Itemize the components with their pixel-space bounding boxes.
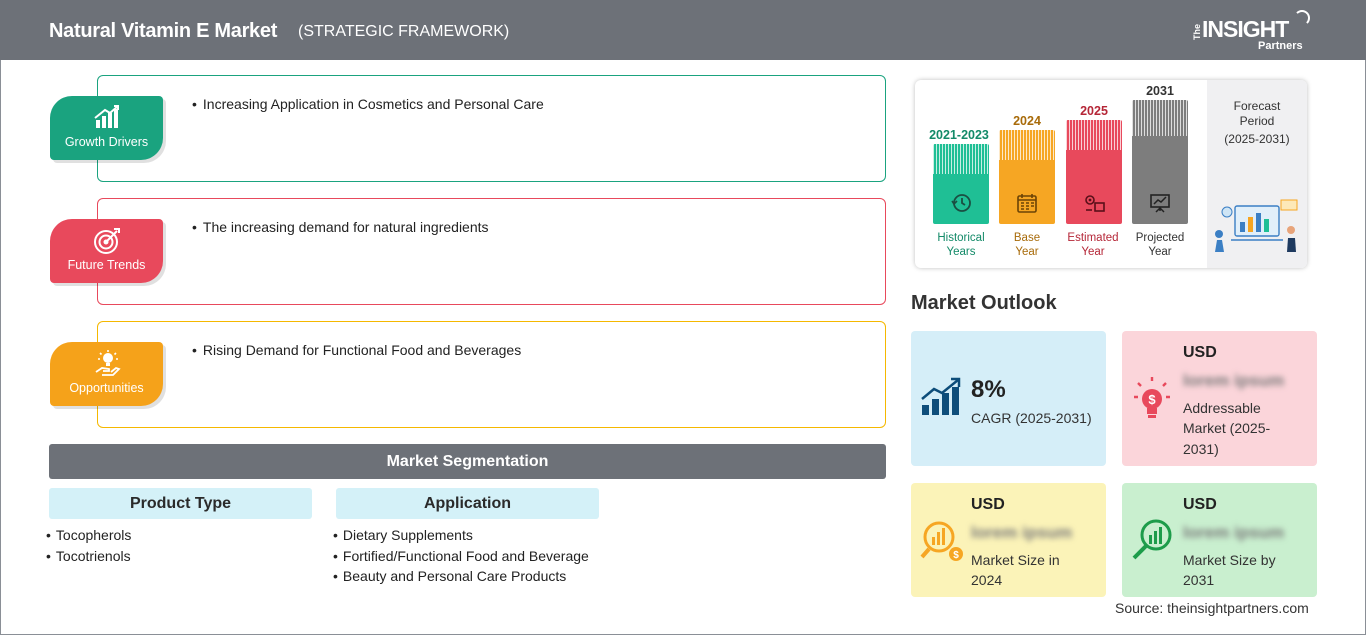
size-2024-value: lorem ipsum	[971, 523, 1073, 542]
size-2024-line2: 2024	[971, 572, 1003, 588]
forecast-label-line2: Period	[1239, 114, 1275, 128]
size-2031-currency: USD	[1183, 496, 1217, 513]
opportunities-tag: Opportunities	[50, 342, 163, 406]
estimated-label-line1: Estimated	[1067, 232, 1119, 244]
market-size-2031-box: USD lorem ipsum Market Size by 2031	[1122, 483, 1317, 597]
estimated-label: Estimated Year	[1058, 231, 1128, 259]
logo-partners: Partners	[1258, 40, 1303, 52]
addressable-market-box: $ USD lorem ipsum Addressable Market (20…	[1122, 331, 1317, 466]
growth-drivers-label: Growth Drivers	[64, 135, 149, 149]
magnifier-growth-icon	[1132, 519, 1172, 560]
list-item: Dietary Supplements	[333, 525, 589, 546]
addressable-line3: 2031)	[1183, 441, 1219, 457]
addressable-currency: USD	[1183, 344, 1217, 361]
addressable-line2: Market (2025-	[1183, 420, 1271, 436]
base-label: Base Year	[992, 231, 1062, 259]
logo-the: The	[1192, 23, 1202, 40]
svg-text:$: $	[953, 550, 959, 561]
future-trends-card: The increasing demand for natural ingred…	[97, 198, 886, 305]
projected-bar	[1132, 100, 1188, 224]
historical-label-line2: Years	[946, 246, 976, 258]
market-outlook-title: Market Outlook	[911, 292, 1057, 314]
bar-stripes	[1132, 100, 1188, 136]
growth-chart-icon	[94, 105, 119, 128]
application-list: Dietary Supplements Fortified/Functional…	[333, 525, 589, 587]
growth-drivers-tag: Growth Drivers	[50, 96, 163, 160]
magnifier-chart-icon: $	[920, 521, 963, 561]
logo-arc-icon	[1294, 10, 1310, 26]
logo-insight: INSIGHT	[1202, 16, 1289, 42]
opportunities-label: Opportunities	[69, 381, 144, 395]
historical-label: Historical Years	[926, 231, 996, 259]
future-trends-tag: Future Trends	[50, 219, 163, 283]
size-2024-line1: Market Size in	[971, 552, 1060, 568]
cagr-growth-icon	[921, 377, 961, 415]
forecast-label-line1: Forecast	[1233, 99, 1281, 113]
header-bar: Natural Vitamin E Market (STRATEGIC FRAM…	[0, 0, 1366, 60]
page-title: Natural Vitamin E Market	[49, 20, 278, 42]
size-2031-line2: 2031	[1183, 572, 1215, 588]
product-type-list: Tocopherols Tocotrienols	[46, 525, 132, 567]
calendar-icon	[1017, 194, 1037, 213]
page-subtitle: (STRATEGIC FRAMEWORK)	[298, 23, 510, 40]
estimated-label-line2: Year	[1081, 246, 1105, 258]
estimated-year: 2025	[1080, 104, 1108, 118]
historical-bar	[933, 144, 989, 224]
bar-stripes	[933, 144, 989, 174]
history-clock-icon	[951, 194, 971, 212]
lightbulb-dollar-icon: $	[1134, 377, 1170, 418]
base-year: 2024	[1013, 114, 1041, 128]
presentation-board-icon	[1150, 194, 1170, 213]
projected-label-line2: Year	[1148, 246, 1172, 258]
list-item: Tocopherols	[46, 525, 132, 546]
cagr-value: 8%	[971, 376, 1006, 403]
base-label-line2: Year	[1015, 246, 1039, 258]
opportunities-card: Rising Demand for Functional Food and Be…	[97, 321, 886, 428]
cagr-box: 8% CAGR (2025-2031)	[911, 331, 1106, 466]
lightbulb-hand-icon	[95, 350, 121, 376]
projected-label-line1: Projected	[1135, 232, 1185, 244]
size-2024-currency: USD	[971, 496, 1005, 513]
bar-stripes	[999, 130, 1055, 160]
list-item: Fortified/Functional Food and Beverage	[333, 546, 589, 567]
base-bar	[999, 130, 1055, 224]
projected-year: 2031	[1146, 84, 1174, 98]
size-2031-value: lorem ipsum	[1183, 523, 1285, 542]
market-segmentation-header: Market Segmentation	[49, 444, 886, 479]
historical-year: 2021-2023	[929, 128, 989, 142]
target-icon	[94, 228, 120, 254]
analytics-team-illustration-icon	[1215, 199, 1298, 252]
projected-label: Projected Year	[1125, 231, 1195, 259]
timeline-panel: 2021-2023 Historical Years 2024 Base Yea…	[915, 80, 1307, 268]
market-size-2024-box: $ USD lorem ipsum Market Size in 2024	[911, 483, 1106, 597]
bar-stripes	[1066, 120, 1122, 150]
growth-drivers-card: Increasing Application in Cosmetics and …	[97, 75, 886, 182]
gears-estimate-icon	[1085, 195, 1105, 212]
application-heading: Application	[336, 488, 599, 519]
forecast-label-line3: (2025-2031)	[1224, 132, 1290, 146]
addressable-value: lorem ipsum	[1183, 371, 1285, 390]
addressable-line1: Addressable	[1183, 400, 1261, 416]
growth-drivers-text: Increasing Application in Cosmetics and …	[192, 96, 544, 112]
list-item: Tocotrienols	[46, 546, 131, 567]
future-trends-label: Future Trends	[67, 258, 146, 272]
base-label-line1: Base	[1013, 232, 1041, 244]
svg-text:$: $	[1148, 392, 1156, 407]
cagr-label: CAGR (2025-2031)	[971, 410, 1092, 426]
list-item: Beauty and Personal Care Products	[333, 566, 589, 587]
product-type-heading: Product Type	[49, 488, 312, 519]
source-credit: Source: theinsightpartners.com	[1115, 600, 1309, 616]
historical-label-line1: Historical	[937, 232, 985, 244]
insight-partners-logo[interactable]: The INSIGHT Partners	[1192, 10, 1312, 54]
future-trends-text: The increasing demand for natural ingred…	[192, 219, 489, 235]
size-2031-line1: Market Size by	[1183, 552, 1276, 568]
estimated-bar	[1066, 120, 1122, 224]
opportunities-text: Rising Demand for Functional Food and Be…	[192, 342, 521, 358]
